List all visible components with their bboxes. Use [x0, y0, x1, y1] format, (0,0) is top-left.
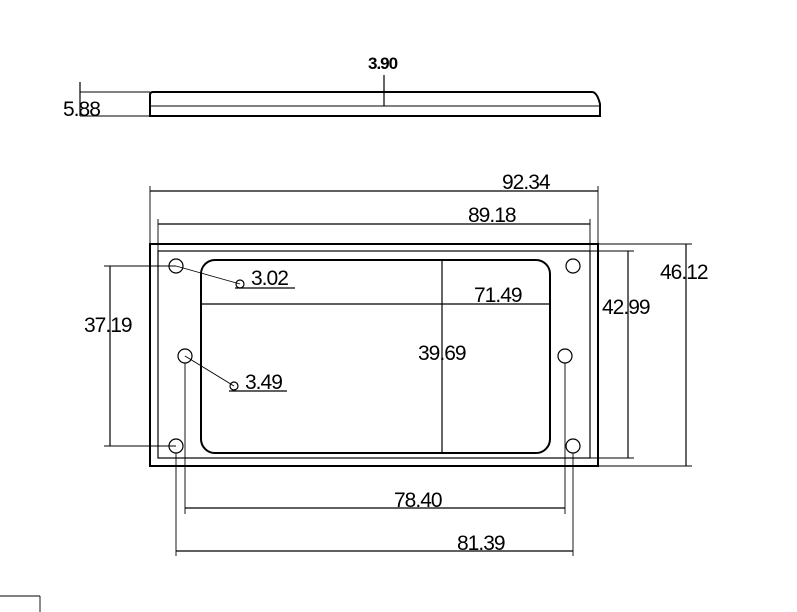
small-hole-label: 3.02	[251, 267, 288, 290]
large-hole-label: 3.49	[245, 371, 282, 394]
side-profile-outline	[149, 91, 601, 117]
inner-width-label: 89.18	[468, 204, 516, 227]
side-profile-view: 3.90 5.88	[63, 54, 601, 121]
mount-hole-top-right	[565, 258, 581, 274]
inner-hole-spacing-label: 78.40	[394, 489, 442, 512]
small-hole-leader	[175, 265, 241, 285]
mount-hole-middle-right	[557, 348, 573, 364]
opening-width-label: 71.49	[474, 284, 522, 307]
plate-thickness-label: 3.90	[368, 54, 398, 73]
front-view: 92.34 89.18 46.12 42.99 37.19 39.69 71.4…	[84, 171, 709, 556]
pickup-opening	[200, 259, 551, 454]
overall-width-label: 92.34	[502, 171, 551, 194]
inner-height-label: 42.99	[602, 296, 650, 319]
outer-hole-spacing-label: 81.39	[457, 532, 505, 555]
large-hole-symbol	[229, 381, 239, 391]
edge-thickness-label: 5.88	[63, 98, 100, 121]
hole-spacing-vertical-label: 37.19	[84, 314, 132, 337]
outer-plate-outline	[149, 243, 599, 467]
inner-plate-outline	[157, 250, 591, 459]
mount-hole-bottom-right	[565, 438, 581, 454]
overall-height-label: 46.12	[660, 261, 708, 284]
large-hole-leader	[184, 355, 235, 387]
opening-height-label: 39.69	[418, 342, 466, 365]
